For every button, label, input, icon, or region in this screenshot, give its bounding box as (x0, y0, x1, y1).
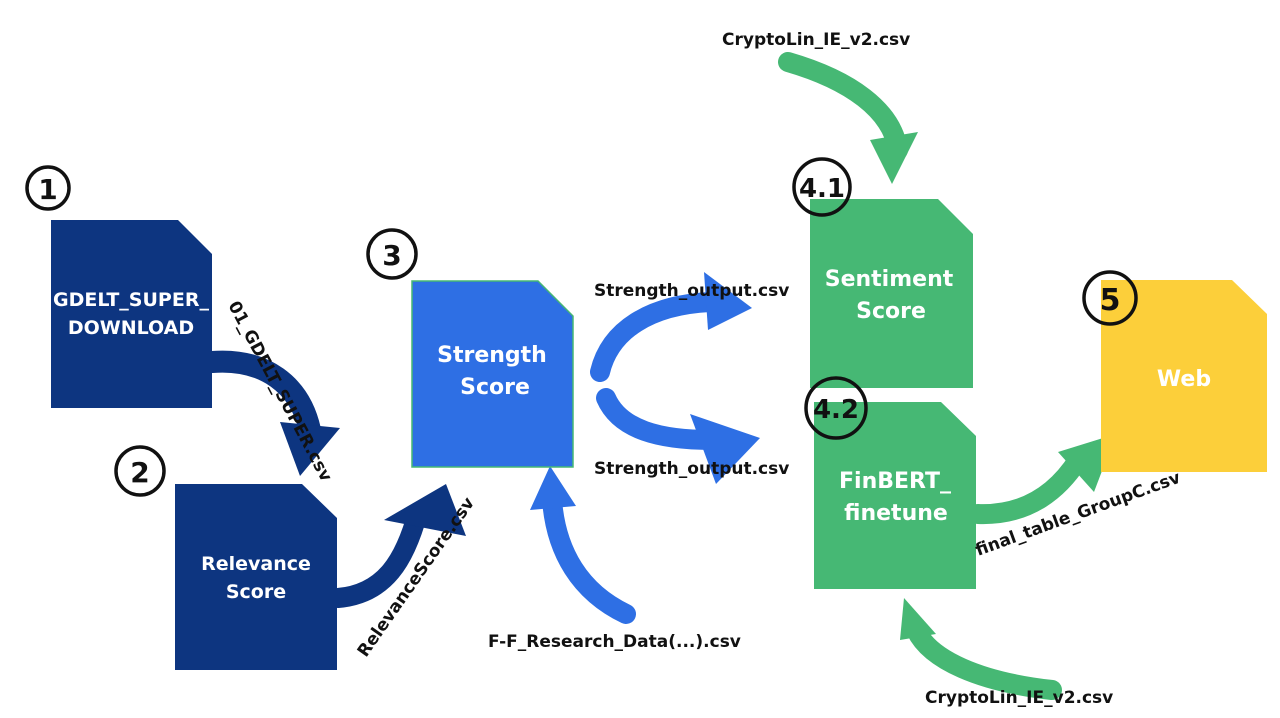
node-web-label: Web (1157, 367, 1211, 392)
arrow-strength-to-finbert (596, 388, 760, 484)
arrow-ff-to-strength (530, 466, 636, 624)
svg-text:5: 5 (1100, 283, 1121, 318)
node-relevance-line2: Score (226, 581, 286, 603)
step-badge-4-1: 4.1 (792, 157, 852, 217)
arrow-gdelt-to-relevance (201, 350, 340, 476)
node-sentiment-score[interactable]: Sentiment Score (810, 199, 973, 388)
node-relevance-line1: Relevance (201, 553, 311, 575)
label-gdelt-csv: 01_GDELT_SUPER.csv (224, 298, 336, 485)
node-finbert-line2: finetune (844, 501, 948, 526)
node-gdelt-super-download[interactable]: GDELT_SUPER_ DOWNLOAD (51, 220, 212, 408)
node-strength-line1: Strength (437, 343, 547, 368)
arrow-crypto-to-finbert (900, 598, 1062, 700)
node-relevance-score[interactable]: Relevance Score (175, 484, 337, 670)
label-ff-research-csv: F-F_Research_Data(...).csv (488, 632, 741, 652)
svg-text:4.1: 4.1 (799, 174, 845, 204)
node-gdelt-line1: GDELT_SUPER_ (53, 289, 209, 311)
step-badge-3: 3 (366, 228, 418, 280)
svg-text:3: 3 (382, 239, 401, 272)
node-finbert-finetune[interactable]: FinBERT_ finetune (814, 402, 976, 589)
step-badge-5: 5 (1082, 270, 1138, 326)
node-sentiment-line1: Sentiment (825, 267, 954, 292)
label-strength-output-top: Strength_output.csv (594, 281, 789, 301)
label-cryptolin-top: CryptoLin_IE_v2.csv (722, 30, 910, 50)
label-cryptolin-bottom: CryptoLin_IE_v2.csv (925, 688, 1113, 708)
arrow-relevance-to-strength (328, 484, 466, 608)
node-web[interactable]: Web (1101, 280, 1267, 472)
label-strength-output-bottom: Strength_output.csv (594, 459, 789, 479)
svg-text:2: 2 (130, 456, 149, 489)
arrow-crypto-to-sentiment (778, 52, 918, 184)
svg-text:4.2: 4.2 (813, 395, 859, 425)
node-gdelt-line2: DOWNLOAD (68, 317, 194, 339)
step-badge-2: 2 (114, 445, 166, 497)
node-sentiment-line2: Score (856, 299, 926, 324)
step-badge-1: 1 (25, 165, 71, 211)
step-badge-4-2: 4.2 (804, 376, 868, 440)
node-strength-line2: Score (460, 375, 530, 400)
svg-text:1: 1 (38, 173, 57, 206)
node-finbert-line1: FinBERT_ (839, 469, 951, 494)
node-strength-score[interactable]: Strength Score (411, 280, 574, 468)
arrow-strength-to-sentiment (590, 272, 752, 382)
